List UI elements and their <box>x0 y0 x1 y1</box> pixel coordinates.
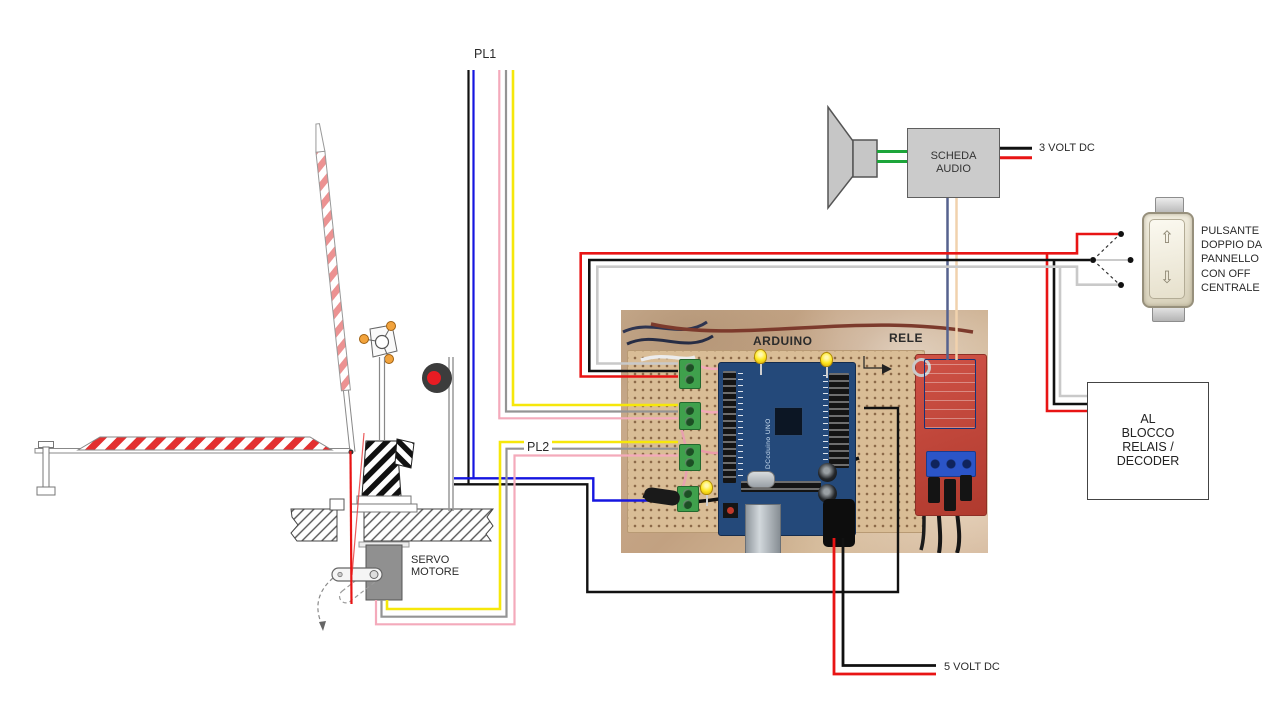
audio-3v-wires <box>1000 146 1032 160</box>
screw-terminal-3 <box>679 444 701 471</box>
button-body: ⇧ ⇩ <box>1142 212 1194 308</box>
arduino-board: DCcduino UNO <box>718 362 856 553</box>
block-relais-decoder-label: AL BLOCCO RELAIS / DECODER <box>1116 412 1180 468</box>
supply-3v-label: 3 VOLT DC <box>1039 142 1095 154</box>
analog-header <box>829 373 849 468</box>
arduino-silkscreen: DCcduino UNO <box>765 418 772 469</box>
panel-double-button: ⇧ ⇩ <box>1142 197 1194 322</box>
signal-light <box>422 357 454 511</box>
digital-header <box>723 371 736 483</box>
barrier-base <box>348 438 418 513</box>
servo-label: SERVO MOTORE <box>411 554 460 578</box>
speaker-wires <box>877 150 907 163</box>
capacitor <box>818 463 837 482</box>
power-jack <box>823 499 855 547</box>
down-arrow-icon: ⇩ <box>1159 268 1175 287</box>
relay-module <box>912 354 987 516</box>
pl2-label: PL2 <box>524 440 553 454</box>
block-relais-decoder-box: AL BLOCCO RELAIS / DECODER <box>1087 382 1209 500</box>
up-arrow-icon: ⇧ <box>1159 228 1175 247</box>
crossing-ground <box>290 498 494 542</box>
audio-board-label: SCHEDA AUDIO <box>930 150 977 175</box>
yellow-led <box>754 349 767 375</box>
servo-assembly <box>317 432 410 631</box>
pl1-label: PL1 <box>474 47 497 61</box>
relay-label: RELE <box>889 331 924 345</box>
relay-terminal <box>926 451 976 477</box>
yellow-led <box>700 480 713 506</box>
supply-5v-label: 5 VOLT DC <box>944 661 1000 673</box>
switch-contacts <box>1090 231 1134 288</box>
usb-connector <box>745 504 781 553</box>
screw-terminal-2 <box>679 402 701 430</box>
yellow-led <box>820 352 833 378</box>
button-rocker: ⇧ ⇩ <box>1149 219 1185 299</box>
oscillator <box>747 471 775 488</box>
barrier-lowered-arm <box>34 436 351 496</box>
arduino-label: ARDUINO <box>753 334 813 348</box>
reset-button <box>723 503 738 518</box>
screw-terminal-4 <box>677 486 699 512</box>
barrier-pivot-mechanism <box>359 321 398 440</box>
barrier-raised-arm <box>315 123 356 453</box>
speaker-icon <box>827 104 878 211</box>
screw-terminal-1 <box>679 359 701 389</box>
audio-board-box: SCHEDA AUDIO <box>907 128 1000 198</box>
atmega-chip <box>774 407 803 436</box>
panel-button-caption: PULSANTE DOPPIO DA PANNELLO CON OFF CENT… <box>1201 225 1263 294</box>
supply-5v-wires <box>832 538 936 676</box>
relay-cube <box>924 359 976 429</box>
